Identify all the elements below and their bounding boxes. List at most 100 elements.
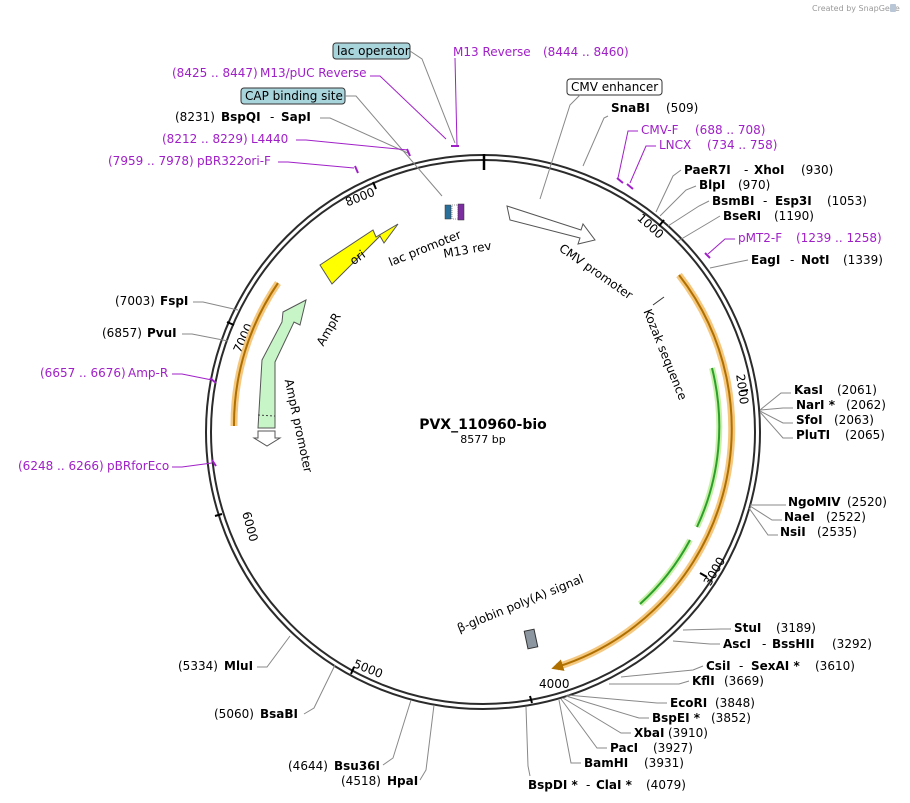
site-snabi[interactable]: SnaBI (509) bbox=[582, 101, 698, 167]
site-mlui[interactable]: (5334) MluI bbox=[178, 635, 291, 673]
separator: - bbox=[744, 163, 748, 177]
tick-4000: 4000 bbox=[529, 677, 570, 704]
site-kfli[interactable]: KflI (3669) bbox=[609, 674, 764, 688]
ampr-label: AmpR bbox=[314, 310, 344, 348]
pmt2-f-name: pMT2-F bbox=[738, 231, 782, 245]
site-position: (2535) bbox=[817, 525, 857, 539]
site-group-kasi[interactable]: KasI (2061) NarI * (2062) SfoI (2063) Pl… bbox=[759, 383, 886, 442]
credit-text: Created by SnapGene bbox=[812, 4, 900, 13]
enzyme-name: BsmBI bbox=[712, 194, 754, 208]
cap-binding-label: CAP binding site bbox=[245, 89, 343, 103]
site-position: (6857) bbox=[102, 326, 142, 340]
amp-r-primer[interactable]: (6657 .. 6676) Amp-R bbox=[40, 366, 217, 384]
enzyme-name: NsiI bbox=[780, 525, 806, 539]
beta-globin-feature: β-globin poly(A) signal bbox=[455, 572, 585, 650]
site-position: (1190) bbox=[774, 209, 814, 223]
site-paer7i-xhoi[interactable]: PaeR7I - XhoI (930) bbox=[655, 163, 833, 213]
site-position: (4518) bbox=[341, 774, 381, 788]
enzyme-name: PacI bbox=[610, 741, 638, 755]
site-asci-bsshii[interactable]: AscI - BssHII (3292) bbox=[672, 637, 872, 651]
site-bamhi[interactable]: BamHI (3931) bbox=[558, 699, 684, 770]
pbr322ori-primer[interactable]: (7959 .. 7978) pBR322ori-F bbox=[108, 154, 359, 174]
cmv-f-name: CMV-F bbox=[641, 123, 679, 137]
site-bsu36i[interactable]: (4644) Bsu36I bbox=[288, 699, 412, 773]
enzyme-name: NotI bbox=[801, 253, 830, 267]
pmt2-f-range: (1239 .. 1258) bbox=[796, 231, 882, 245]
kozak-label: Kozak sequence bbox=[641, 307, 690, 402]
site-bsabi[interactable]: (5060) BsaBI bbox=[214, 664, 336, 721]
ampr-promoter-label: AmpR promoter bbox=[282, 378, 316, 474]
cmv-enhancer-label: CMV enhancer bbox=[571, 80, 658, 94]
pbrforeco-name: pBRforEco bbox=[107, 459, 169, 473]
site-group-ngomiv[interactable]: NgoMIV (2520) NaeI (2522) NsiI (2535) bbox=[748, 495, 887, 539]
enzyme-name: MluI bbox=[224, 659, 253, 673]
site-position: (5334) bbox=[178, 659, 218, 673]
lac-operator-callout[interactable]: lac operator bbox=[332, 42, 456, 144]
site-position: (2520) bbox=[847, 495, 887, 509]
enzyme-name: XbaI bbox=[634, 726, 664, 740]
site-position: (3910) bbox=[668, 726, 708, 740]
site-paci[interactable]: PacI (3927) bbox=[560, 698, 693, 755]
enzyme-name: NgoMIV bbox=[788, 495, 841, 509]
m13-reverse-range: (8444 .. 8460) bbox=[543, 45, 629, 59]
site-ecori[interactable]: EcoRI (3848) bbox=[566, 694, 755, 710]
tick-label: 8000 bbox=[343, 185, 377, 209]
site-position: (509) bbox=[666, 101, 698, 115]
cmv-promoter-feature: CMV promoter bbox=[506, 205, 635, 302]
enzyme-name: PvuI bbox=[147, 326, 177, 340]
site-stui[interactable]: StuI (3189) bbox=[682, 621, 816, 635]
site-bsmbi-esp3i[interactable]: BsmBI - Esp3I (1053) bbox=[667, 194, 867, 227]
site-pvui[interactable]: (6857) PvuI bbox=[102, 326, 229, 342]
l4440-primer[interactable]: (8212 .. 8229) L4440 bbox=[162, 132, 411, 157]
enzyme-name: SexAI * bbox=[751, 659, 800, 673]
enzyme-name: BamHI bbox=[584, 756, 628, 770]
site-eagi-noti[interactable]: EagI - NotI (1339) bbox=[709, 253, 883, 269]
site-bspdi-clai[interactable]: BspDI * - ClaI * (4079) bbox=[525, 706, 686, 792]
site-bseri[interactable]: BseRI (1190) bbox=[677, 209, 814, 242]
site-csii-sexai[interactable]: CsiI - SexAI * (3610) bbox=[620, 659, 855, 678]
enzyme-name: ClaI * bbox=[596, 778, 633, 792]
snapgene-logo-icon bbox=[890, 4, 896, 12]
plasmid-size: 8577 bp bbox=[460, 433, 505, 446]
separator: - bbox=[586, 778, 590, 792]
site-position: (2063) bbox=[834, 413, 874, 427]
tick-2000: 2000 bbox=[733, 373, 751, 405]
enzyme-name: KflI bbox=[692, 674, 715, 688]
site-xbai[interactable]: XbaI (3910) bbox=[562, 697, 708, 740]
enzyme-name: BspQI bbox=[221, 110, 261, 124]
pbrforeco-range: (6248 .. 6266) bbox=[18, 459, 104, 473]
cap-binding-callout[interactable]: CAP binding site bbox=[240, 87, 443, 197]
m13-puc-reverse-primer[interactable]: (8425 .. 8447) M13/pUC Reverse bbox=[172, 66, 447, 140]
enzyme-name: EagI bbox=[751, 253, 780, 267]
pbr322ori-name: pBR322ori-F bbox=[197, 154, 271, 168]
site-fspi[interactable]: (7003) FspI bbox=[115, 294, 239, 311]
site-hpai[interactable]: (4518) HpaI bbox=[341, 704, 435, 788]
cmv-enhancer-callout[interactable]: CMV enhancer bbox=[539, 78, 663, 200]
site-position: (930) bbox=[801, 163, 833, 177]
site-bspei[interactable]: BspEI * (3852) bbox=[565, 695, 751, 725]
l4440-name: L4440 bbox=[251, 132, 288, 146]
lncx-primer[interactable]: LNCX (734 .. 758) bbox=[626, 138, 777, 190]
enzyme-name: BseRI bbox=[723, 209, 761, 223]
site-position: (8231) bbox=[175, 110, 215, 124]
site-bspqi-sapi[interactable]: (8231) BspQI - SapI bbox=[175, 110, 411, 155]
cmv-f-primer[interactable]: CMV-F (688 .. 708) bbox=[616, 123, 765, 184]
l4440-range: (8212 .. 8229) bbox=[162, 132, 248, 146]
tick-label: 1000 bbox=[634, 211, 666, 242]
tick-label: 3000 bbox=[701, 555, 728, 588]
site-blpi[interactable]: BlpI (970) bbox=[659, 178, 770, 217]
tick-1000: 1000 bbox=[634, 211, 666, 242]
enzyme-name: BspEI * bbox=[652, 711, 701, 725]
m13-reverse-primer[interactable]: M13 Reverse (8444 .. 8460) bbox=[451, 45, 629, 147]
tick-8000: 8000 bbox=[343, 181, 377, 209]
enzyme-name: BlpI bbox=[699, 178, 725, 192]
enzyme-name: AscI bbox=[723, 637, 751, 651]
pmt2-f-primer[interactable]: pMT2-F (1239 .. 1258) bbox=[704, 231, 882, 259]
separator: - bbox=[763, 194, 767, 208]
pbrforeco-primer[interactable]: (6248 .. 6266) pBRforEco bbox=[18, 459, 217, 473]
orf-arc-orange bbox=[551, 272, 736, 671]
enzyme-name: FspI bbox=[160, 294, 188, 308]
site-position: (3292) bbox=[832, 637, 872, 651]
separator: - bbox=[790, 253, 794, 267]
site-position: (3927) bbox=[653, 741, 693, 755]
